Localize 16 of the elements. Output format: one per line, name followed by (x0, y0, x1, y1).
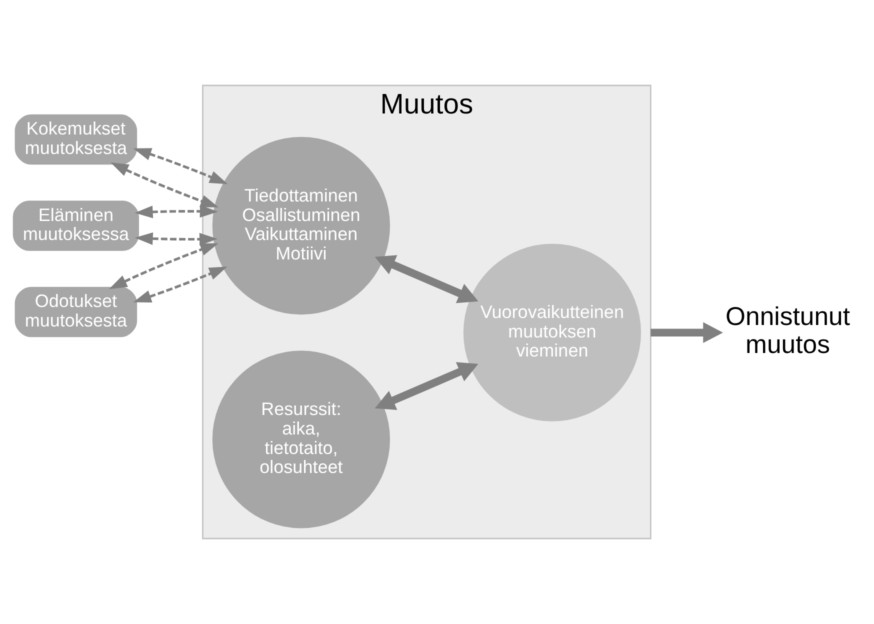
arrow (374, 255, 478, 304)
node-box: Odotukset muutoksesta (14, 286, 138, 338)
arrow (133, 148, 228, 184)
node-circle: Vuorovaikutteinen muutoksen vieminen (463, 244, 642, 422)
arrow (110, 162, 219, 208)
arrow (134, 232, 218, 246)
arrow (374, 362, 478, 410)
node-circle: Resurssit: aika, tietotaito, olosuhteet (212, 350, 390, 528)
arrow (134, 205, 218, 218)
node-box: Eläminen muutoksessa (12, 200, 139, 251)
arrow (109, 243, 218, 290)
node-circle: Tiedottaminen Osallistuminen Vaikuttaminen Motiivi (212, 136, 390, 315)
node-box: Kokemukset muutoksesta (14, 114, 138, 165)
node-text: Onnistunut muutos (726, 302, 850, 360)
arrow (133, 266, 228, 302)
arrow (650, 322, 724, 344)
